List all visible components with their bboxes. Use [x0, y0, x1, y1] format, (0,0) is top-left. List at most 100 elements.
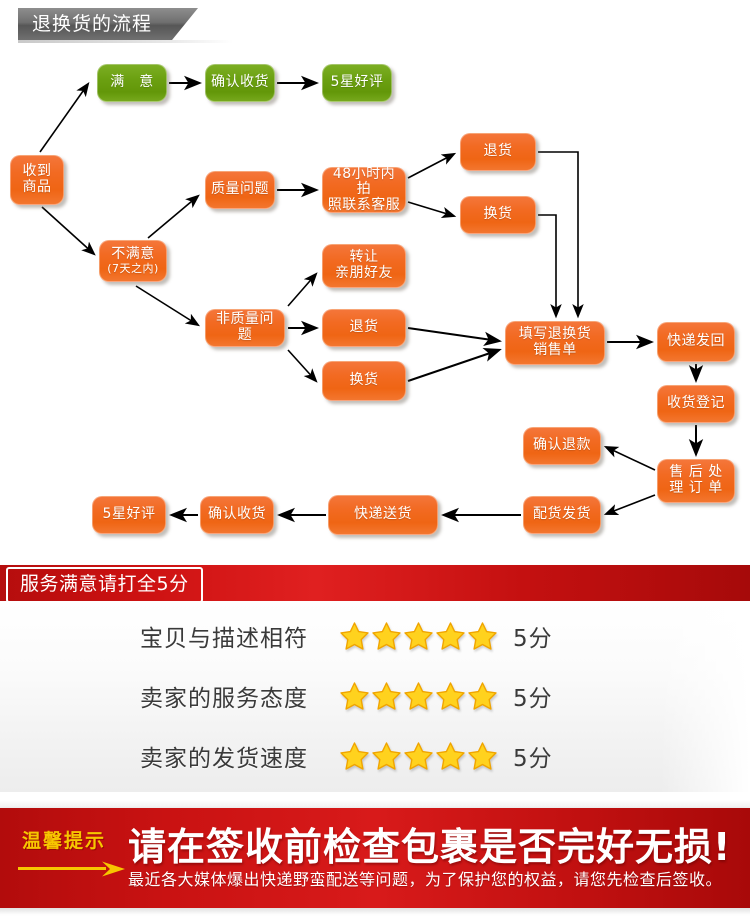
- flow-node-label: 收货登记: [667, 395, 725, 412]
- flow-node-line1: 收货登记: [667, 395, 725, 412]
- flow-node-n21: 确认收货: [200, 496, 274, 534]
- flow-node-label: 5星好评: [102, 506, 156, 523]
- rating-row-score: 5分: [513, 626, 553, 652]
- section-title-return-flow: 退换货的流程: [18, 8, 198, 40]
- flow-node-label: 换货: [483, 206, 513, 223]
- star-icon[interactable]: [372, 621, 401, 651]
- flow-node-label: 退货: [349, 319, 379, 336]
- flow-node-n17: 售 后 处理 订 单: [657, 459, 735, 503]
- star-icon[interactable]: [372, 681, 401, 711]
- flow-node-label: 确认退款: [533, 437, 591, 454]
- flow-node-n11: 非质量问题: [205, 309, 285, 347]
- flow-node-label: 快递发回: [667, 333, 725, 350]
- return-flow-section: 退换货的流程: [10, 8, 735, 535]
- flow-node-line1: 退货: [349, 319, 379, 336]
- star-icon[interactable]: [436, 741, 465, 771]
- rating-row-label: 卖家的服务态度: [140, 686, 308, 712]
- flow-node-line1: 确认收货: [211, 74, 269, 91]
- flow-node-line2: 理 订 单: [669, 480, 723, 496]
- flow-node-label: 快递送货: [354, 506, 412, 523]
- star-icon[interactable]: [468, 741, 497, 771]
- notice-top-strip: [0, 800, 750, 808]
- notice-headline: 请在签收前检查包裹是否完好无损!: [128, 825, 732, 869]
- flow-node-line1: 配货发货: [533, 506, 591, 523]
- flow-node-n22: 5星好评: [92, 496, 166, 534]
- flow-node-n10: 转让亲朋好友: [322, 244, 406, 288]
- star-icon[interactable]: [468, 681, 497, 711]
- flow-node-line1: 填写退换货: [518, 326, 592, 343]
- flow-node-n12: 退货: [322, 309, 406, 347]
- flow-node-label: 满 意: [110, 74, 154, 91]
- flow-node-line1: 售 后 处: [669, 464, 723, 481]
- arrow-right-icon: [18, 861, 125, 877]
- star-icon[interactable]: [340, 681, 369, 711]
- flow-node-line1: 48小时内拍: [332, 165, 396, 198]
- flow-node-line2: 销售单: [533, 342, 577, 358]
- flow-node-line1: 收到: [22, 163, 52, 180]
- rating-stars[interactable]: [340, 681, 497, 711]
- flow-node-label: 售 后 处理 订 单: [669, 464, 723, 496]
- flow-node-n3: 确认收货: [205, 64, 275, 102]
- flow-node-line1: 不满意: [111, 246, 155, 262]
- rating-row-label: 宝贝与描述相符: [140, 626, 308, 652]
- flow-node-n2: 满 意: [97, 64, 167, 102]
- star-icon[interactable]: [340, 741, 369, 771]
- flow-node-line2: 照联系客服: [327, 196, 401, 213]
- flow-node-n8: 退货: [460, 133, 536, 171]
- flow-node-line2: 商品: [22, 179, 52, 195]
- flow-node-line1: 换货: [483, 206, 513, 223]
- section-title-underline: [18, 40, 233, 43]
- star-icon[interactable]: [436, 621, 465, 651]
- flow-node-label: 确认收货: [211, 74, 269, 91]
- flow-node-line1: 质量问题: [211, 181, 269, 198]
- rating-row-score: 5分: [513, 746, 553, 772]
- flow-node-label: 不满意(7天之内): [107, 246, 159, 275]
- rating-stars[interactable]: [340, 621, 497, 651]
- star-icon[interactable]: [468, 621, 497, 651]
- flow-node-line1: 确认退款: [533, 437, 591, 454]
- star-icon[interactable]: [372, 741, 401, 771]
- flow-node-n1: 收到商品: [10, 155, 64, 205]
- star-icon[interactable]: [404, 681, 433, 711]
- flow-node-label: 配货发货: [533, 506, 591, 523]
- notice-bottom-shadow: [0, 908, 750, 915]
- flow-node-n20: 快递送货: [328, 495, 438, 535]
- star-icon[interactable]: [436, 681, 465, 711]
- flow-node-n16: 收货登记: [657, 385, 735, 423]
- flow-node-line1: 快递发回: [667, 333, 725, 350]
- flow-node-n6: 不满意(7天之内): [99, 240, 167, 282]
- rating-stars[interactable]: [340, 741, 497, 771]
- flow-node-label: 换货: [349, 372, 379, 389]
- rating-row-label: 卖家的发货速度: [140, 746, 308, 772]
- flow-node-n7: 48小时内拍照联系客服: [322, 165, 406, 213]
- flow-node-n18: 确认退款: [523, 427, 601, 465]
- flow-node-line1: 5星好评: [330, 74, 384, 91]
- flow-node-line1: 换货: [349, 372, 379, 389]
- flow-node-label: 填写退换货销售单: [518, 326, 592, 358]
- flow-node-label: 转让亲朋好友: [335, 249, 393, 281]
- flow-node-line1: 快递送货: [354, 506, 412, 523]
- flow-node-line1: 满 意: [110, 74, 154, 91]
- flow-node-label: 收到商品: [22, 163, 52, 195]
- flow-node-label: 质量问题: [211, 181, 269, 198]
- flow-node-label: 退货: [483, 143, 513, 160]
- shipping-notice-section: 温馨提示 请在签收前检查包裹是否完好无损! 最近各大媒体爆出快递野蛮配送等问题，…: [0, 800, 750, 923]
- flow-node-n4: 5星好评: [322, 64, 392, 102]
- flow-node-line1: 5星好评: [102, 506, 156, 523]
- notice-banner: 温馨提示 请在签收前检查包裹是否完好无损! 最近各大媒体爆出快递野蛮配送等问题，…: [0, 808, 750, 908]
- notice-badge-label: 温馨提示: [22, 830, 107, 852]
- flow-node-n5: 质量问题: [205, 171, 275, 209]
- rating-banner: 服务满意请打全5分: [0, 565, 750, 603]
- flow-node-label: 确认收货: [208, 506, 266, 523]
- flow-node-line1: 非质量问题: [216, 311, 274, 343]
- flow-node-label: 非质量问题: [210, 312, 280, 343]
- flow-node-line1: 退货: [483, 143, 513, 160]
- flow-node-n19: 配货发货: [523, 496, 601, 534]
- star-icon[interactable]: [340, 621, 369, 651]
- star-icon[interactable]: [404, 621, 433, 651]
- star-icon[interactable]: [404, 741, 433, 771]
